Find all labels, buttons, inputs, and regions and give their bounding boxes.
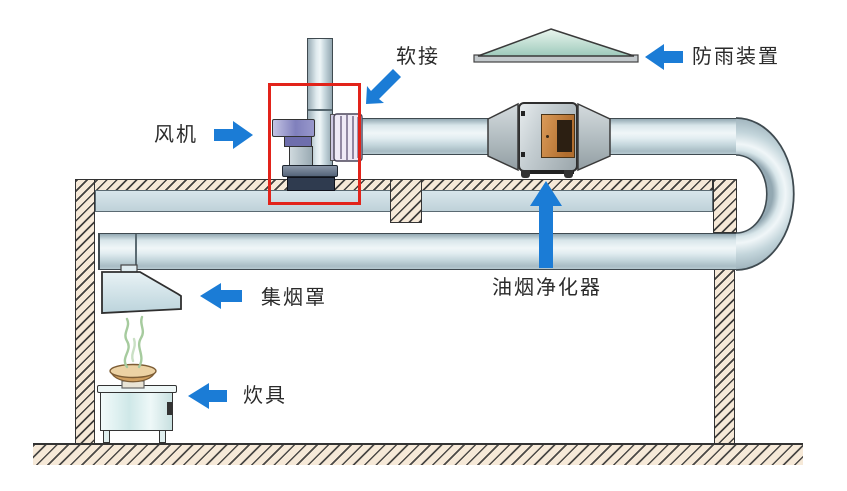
- label-fan: 风机: [154, 124, 198, 146]
- fan-arrow-icon: [214, 121, 253, 149]
- label-cooker: 炊具: [243, 385, 287, 407]
- stove-cabinet: [100, 392, 173, 431]
- rain-device-arrow-icon: [645, 44, 683, 70]
- smoke-hood: [101, 271, 182, 314]
- roof-duct-left-segment: [356, 118, 490, 155]
- purifier-bottom-bar: [524, 170, 574, 174]
- indoor-exhaust-duct: [98, 233, 738, 270]
- roof-end-block: [713, 179, 737, 233]
- roof-duct-right-segment: [608, 118, 738, 155]
- purifier-door-opening: [557, 120, 572, 152]
- cooker-arrow-icon: [188, 383, 227, 409]
- label-purifier: 油烟净化器: [492, 277, 602, 299]
- floor: [33, 443, 803, 465]
- rain-cap: [473, 28, 639, 63]
- purifier-outlet-transition: [577, 102, 611, 172]
- fan-footing: [287, 177, 335, 191]
- hood-arrow-icon: [200, 283, 242, 309]
- duct-joint-line: [135, 234, 137, 269]
- label-soft-joint: 软接: [396, 46, 440, 68]
- fan-base-plate: [282, 165, 338, 177]
- right-wall: [714, 267, 735, 444]
- stove-leg-left: [103, 430, 110, 443]
- label-hood: 集烟罩: [261, 287, 327, 309]
- purifier-inlet-transition: [487, 102, 519, 172]
- stove-handle: [167, 402, 172, 415]
- fan-highlight-box: [268, 83, 361, 205]
- stack-joint-line: [308, 109, 332, 111]
- purifier-bolt-top: [521, 111, 525, 116]
- stove-leg-right: [159, 430, 166, 443]
- duct-u-turn: [736, 118, 794, 270]
- purifier-bolt-bottom: [521, 152, 525, 157]
- left-wall: [75, 179, 95, 444]
- purifier-foot-left: [521, 170, 530, 178]
- label-rain-device: 防雨装置: [692, 46, 780, 68]
- steam-wisps: [123, 315, 145, 369]
- soft-joint-arrow-icon: [366, 69, 401, 104]
- purifier-door-handle: [546, 135, 549, 138]
- purifier-foot-right: [564, 170, 573, 178]
- ceiling-beam: [390, 179, 422, 223]
